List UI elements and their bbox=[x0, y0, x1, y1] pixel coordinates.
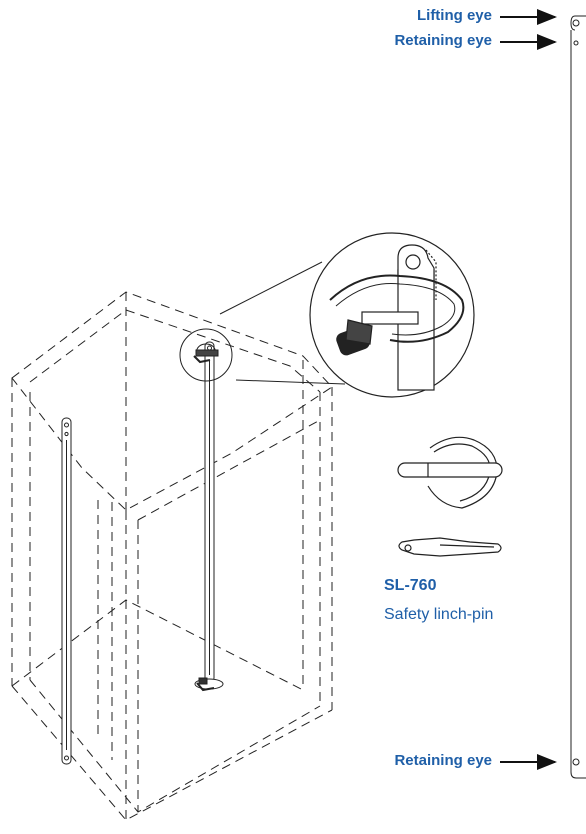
zoom-line-lower bbox=[235, 379, 346, 385]
magnified-detail bbox=[309, 232, 475, 398]
side-rail bbox=[570, 15, 586, 779]
part-name: Safety linch-pin bbox=[384, 606, 494, 623]
left-strap bbox=[61, 417, 72, 765]
label-retaining-eye-bottom: Retaining eye bbox=[394, 752, 492, 769]
label-retaining-eye-top: Retaining eye bbox=[394, 32, 492, 49]
small-detail-circle bbox=[179, 328, 233, 382]
bottom-fitting bbox=[194, 677, 224, 692]
label-lifting-eye: Lifting eye bbox=[416, 7, 492, 24]
dashed-container-outline bbox=[11, 291, 333, 821]
part-code: SL-760 bbox=[384, 577, 437, 594]
linch-pin-side-view bbox=[398, 537, 502, 557]
center-strap bbox=[204, 341, 215, 683]
linch-pin-front-view bbox=[397, 436, 503, 509]
zoom-line-upper bbox=[219, 261, 323, 315]
